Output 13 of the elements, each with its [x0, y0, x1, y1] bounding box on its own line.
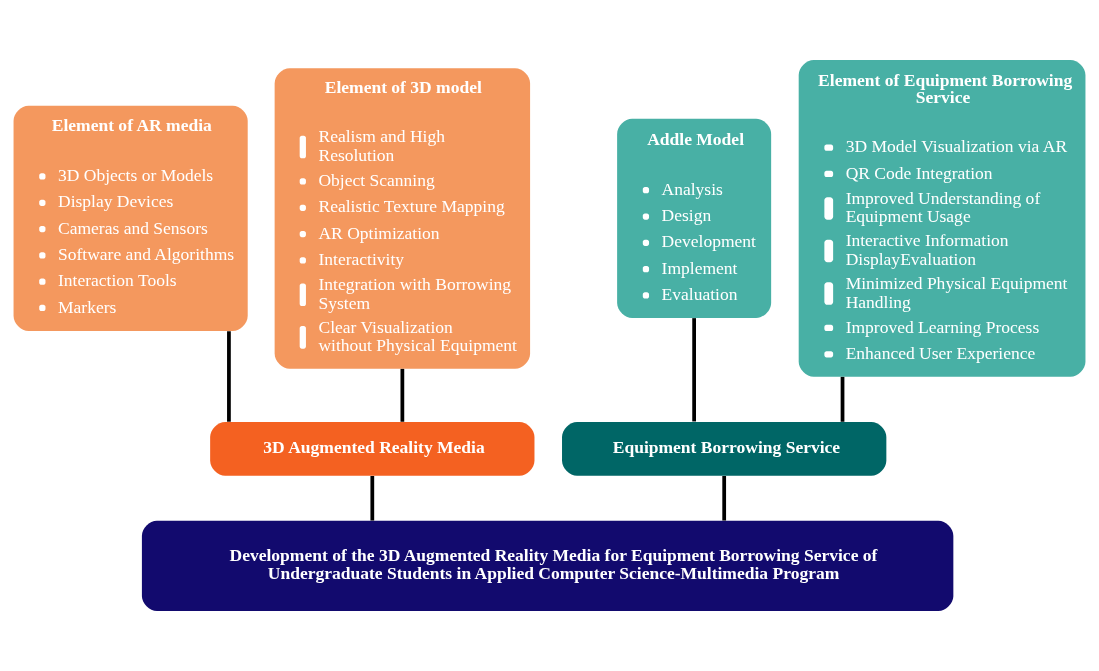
connector: [370, 476, 375, 521]
connector: [400, 368, 405, 422]
node-box: Development of the 3D Augmented Reality Media for Equipment Borrowing Service of Undergraduate Students in Applied Computer Science-Multimedia Program: [141, 520, 954, 611]
node-box: Equipment Borrowing Service: [562, 421, 887, 476]
connector: [692, 318, 696, 422]
connector: [840, 376, 845, 422]
node-box: Element of AR media 3D Objects or Models Display Devices Cameras and Sensors Software and Algorithms Interaction Tools Markers: [13, 105, 248, 332]
connector: [722, 476, 727, 521]
node-box: 3D Augmented Reality Media: [210, 421, 535, 476]
connector: [227, 331, 231, 422]
node-box: Addle Model Analysis Design Development Implement Evaluation: [617, 118, 772, 318]
node-box: Element of 3D model Realism and High Resolution Object Scanning Realistic Texture Mapping AR Optimization Interactivity Integration with Borrowing System Clear Visualization without Physical Equipment: [274, 68, 531, 369]
node-box: Element of Equipment Borrowing Service 3D Model Visualization via AR QR Code Integration Improved Understanding of Equipment Usage Interactive Information DisplayEvaluation Minimized Physical Equipment Handling Improved Learning Process Enhanced User Experience: [798, 60, 1086, 377]
